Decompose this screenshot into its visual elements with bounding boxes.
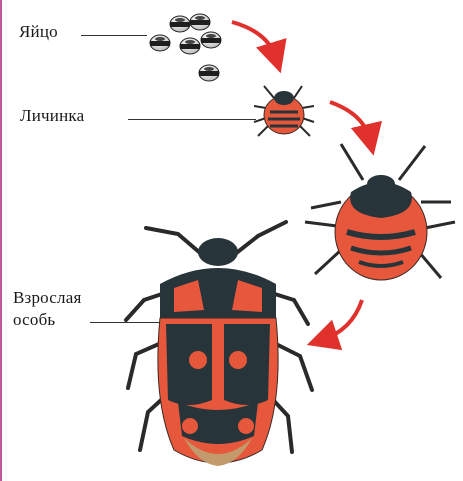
egg [201,32,221,48]
nymph-bug [305,144,455,280]
egg-cluster [150,14,221,81]
larva-bug [254,86,314,136]
egg [150,35,170,51]
arrow-larva-to-nymph [330,102,370,140]
egg [190,14,210,30]
egg [199,65,219,81]
arrow-nymph-to-adult [322,300,362,340]
arrow-egg-to-larva [232,22,276,58]
egg [170,16,190,32]
egg [180,38,200,54]
adult-bug [126,222,312,466]
